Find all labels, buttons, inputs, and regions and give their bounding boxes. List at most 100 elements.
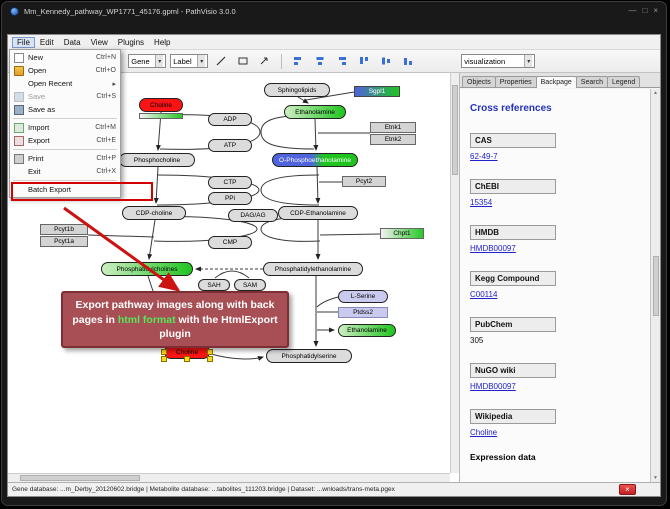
menu-edit[interactable]: Edit (39, 37, 54, 47)
minimize-button[interactable]: — (628, 6, 637, 15)
pathway-node-atp[interactable]: ATP (208, 139, 252, 152)
tab-objects[interactable]: Objects (462, 76, 496, 87)
label-dropdown[interactable]: Label ▾ (170, 54, 209, 68)
pathway-node-etnk1[interactable]: Etnk1 (370, 122, 416, 133)
align-right-icon[interactable] (333, 53, 351, 69)
titlebar[interactable]: Mm_Kennedy_pathway_WP1771_45176.gpml - P… (2, 2, 666, 20)
file-menu-item-open-recent[interactable]: Open Recent▸ (11, 77, 119, 90)
selection-handle[interactable] (161, 356, 167, 362)
pathway-node-pcyt1a[interactable]: Pcyt1a (40, 236, 88, 247)
xref-link[interactable]: 15354 (470, 198, 493, 207)
blank-icon (14, 167, 24, 177)
pathway-node-ethanolamine[interactable]: Ethanolamine (284, 105, 346, 119)
pathway-node-pcyt1b[interactable]: Pcyt1b (40, 224, 88, 235)
pathway-node-ppi[interactable]: PPi (208, 192, 252, 205)
xref-link[interactable]: 62-49-7 (470, 152, 498, 161)
pathway-node-l-serine[interactable]: L-Serine (338, 290, 388, 303)
saveas-icon (14, 104, 24, 115)
menu-plugins[interactable]: Plugins (117, 37, 145, 47)
xref-source-name: Kegg Compound (470, 271, 556, 286)
pathway-node-ctp[interactable]: CTP (208, 176, 252, 189)
pathway-node-cdp-choline[interactable]: CDP-choline (122, 206, 186, 220)
shape-tool-icon[interactable] (234, 53, 252, 69)
datanode-dropdown[interactable]: Gene ▾ (128, 54, 167, 68)
pathway-node-cdp-ethanolamine[interactable]: CDP-Ethanolamine (278, 206, 358, 220)
menu-item-label: New (28, 53, 44, 62)
pathway-node-sphingolipids[interactable]: Sphingolipids (264, 83, 330, 97)
toolbar-separator (281, 53, 283, 69)
selection-handle[interactable] (161, 349, 167, 355)
pathway-node-cmp[interactable]: CMP (208, 236, 252, 249)
xref-link[interactable]: Choline (470, 428, 498, 437)
selection-handle[interactable] (207, 356, 213, 362)
pathway-node-choline[interactable]: Choline (139, 98, 183, 112)
pathway-node-sgpl1[interactable]: Sgpl1 (354, 86, 400, 97)
label-tool-label: Label (173, 56, 192, 66)
menu-file[interactable]: File (12, 36, 35, 48)
menu-help[interactable]: Help (154, 37, 171, 47)
pathway-node-etnk2[interactable]: Etnk2 (370, 134, 416, 145)
file-menu-item-batch-export[interactable]: Batch Export (11, 182, 153, 201)
pathway-node-ethanolamine[interactable]: Ethanolamine (338, 324, 396, 337)
canvas-horizontal-scrollbar[interactable] (8, 473, 450, 482)
pathway-node-unlabeled[interactable] (139, 113, 183, 119)
pathway-node-phosphatidylserine[interactable]: Phosphatidylserine (266, 349, 352, 363)
scroll-up-icon[interactable]: ▲ (653, 90, 658, 96)
align-top-icon[interactable] (355, 53, 373, 69)
selection-handle[interactable] (207, 349, 213, 355)
pathway-node-dag-ag[interactable]: DAG/AG (228, 209, 278, 222)
statusbar: Gene database: ...m_Derby_20120602.bridg… (8, 482, 660, 496)
submenu-arrow-icon: ▸ (112, 80, 116, 88)
align-left-icon[interactable] (289, 53, 307, 69)
canvas-vertical-scrollbar[interactable] (450, 73, 459, 473)
annotation-text: Export pathway images along with back pa… (72, 299, 275, 326)
scrollbar-thumb[interactable] (20, 475, 140, 481)
align-center-icon[interactable] (311, 53, 329, 69)
menu-item-label: Print (28, 154, 44, 163)
menu-item-label: Save (28, 92, 46, 101)
tab-search[interactable]: Search (575, 76, 608, 87)
pathway-node-phosphatidylcholines[interactable]: Phosphatidylcholines (101, 262, 193, 276)
menu-item-label: Export (28, 136, 50, 145)
pathway-node-ptdss2[interactable]: Ptdss2 (338, 307, 388, 318)
line-tool-icon[interactable] (212, 53, 230, 69)
scrollbar-thumb[interactable] (452, 85, 458, 175)
pathway-node-chpt1[interactable]: Chpt1 (380, 228, 424, 239)
pathway-node-adp[interactable]: ADP (208, 113, 252, 126)
panel-vertical-scrollbar[interactable]: ▲ ▼ (650, 89, 660, 482)
pathway-node-sah[interactable]: SAH (198, 279, 230, 291)
scrollbar-thumb[interactable] (652, 255, 659, 316)
xref-link[interactable]: HMDB00097 (470, 244, 516, 253)
selection-handle[interactable] (184, 356, 190, 362)
pathway-node-o-phosphoethanolamine[interactable]: O-Phosphoethanolamine (272, 153, 358, 167)
pathway-node-sam[interactable]: SAM (234, 279, 266, 291)
recorder-close-button[interactable]: × (619, 484, 636, 495)
align-middle-icon[interactable] (377, 53, 395, 69)
close-button[interactable]: × (653, 6, 658, 15)
visualization-dropdown[interactable]: visualization ▾ (461, 54, 536, 68)
tab-backpage[interactable]: Backpage (535, 76, 577, 88)
tab-properties[interactable]: Properties (494, 76, 537, 87)
connector-tool-icon[interactable] (256, 53, 274, 69)
xref-link[interactable]: HMDB00097 (470, 382, 516, 391)
pathway-node-phosphatidylethanolamine[interactable]: Phosphatidylethanolamine (263, 262, 363, 276)
menu-data[interactable]: Data (63, 37, 81, 47)
pathway-node-pcyt2[interactable]: Pcyt2 (342, 176, 386, 187)
align-bottom-icon[interactable] (399, 53, 417, 69)
menu-view[interactable]: View (90, 37, 108, 47)
maximize-button[interactable]: □ (642, 6, 648, 15)
scroll-down-icon[interactable]: ▼ (653, 475, 658, 481)
file-menu-item-save-as[interactable]: Save as (11, 103, 119, 116)
pathway-node-phosphocholine[interactable]: Phosphocholine (119, 153, 195, 167)
xref-link[interactable]: C00114 (470, 290, 498, 299)
tab-legend[interactable]: Legend (606, 76, 641, 87)
